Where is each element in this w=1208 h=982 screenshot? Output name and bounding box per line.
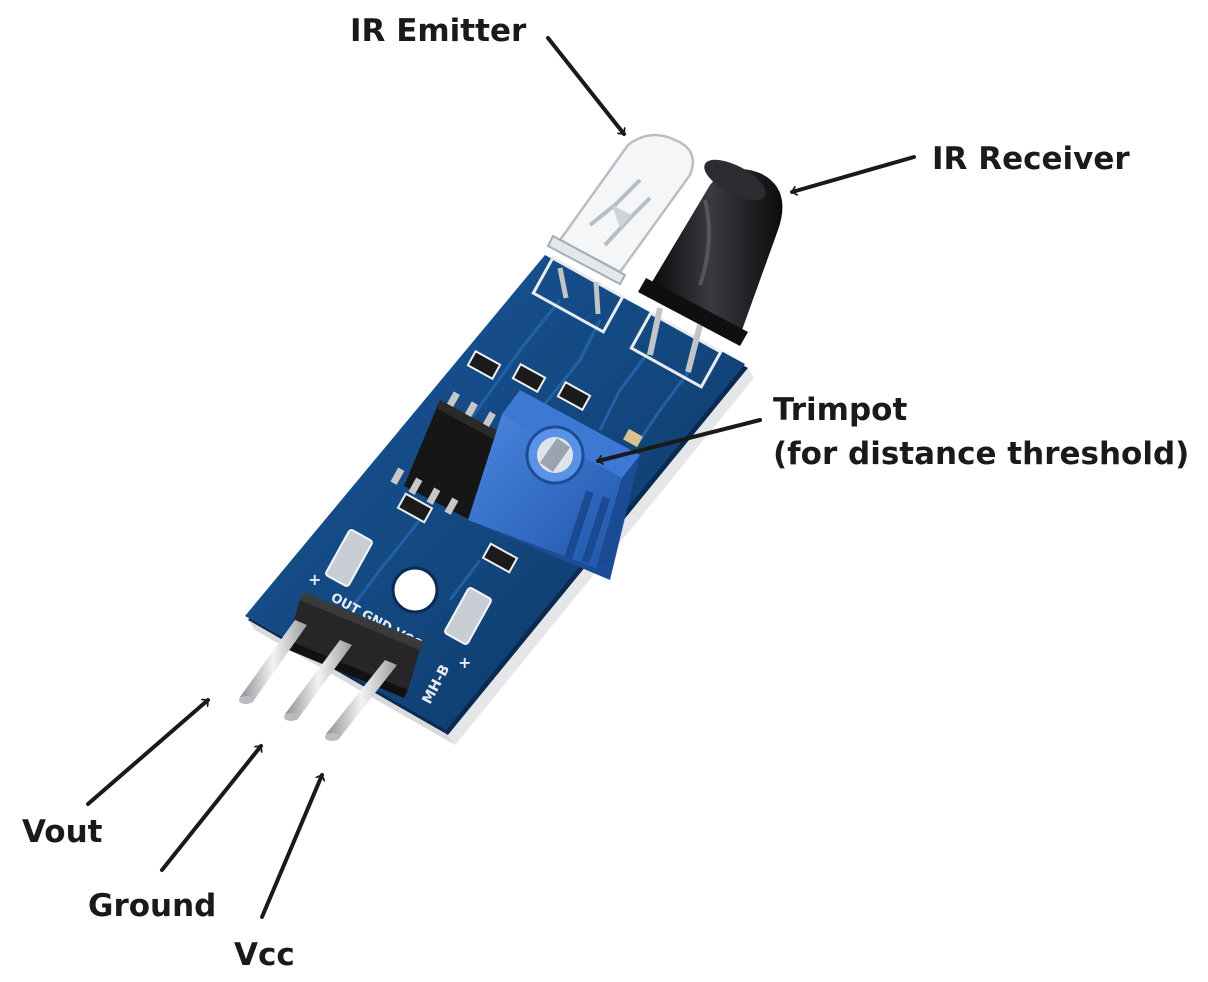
board-plus-left: + [308, 570, 321, 589]
pcb-traces [348, 299, 692, 611]
label-trimpot-note: (for distance threshold) [773, 436, 1190, 472]
arrow-vcc [260, 773, 322, 919]
smd-components [396, 349, 643, 574]
arrow-vout [86, 698, 210, 806]
arrow-ground [160, 744, 263, 872]
ir-emitter-led [546, 133, 695, 315]
label-vcc: Vcc [234, 937, 295, 973]
indicator-leds [325, 529, 492, 645]
board-plus-right: + [458, 653, 471, 672]
pin-vcc [326, 660, 397, 740]
arrow-ir-emitter [546, 36, 626, 136]
label-ir-emitter: IR Emitter [350, 13, 527, 49]
ir-receiver-led [638, 159, 783, 373]
arrow-ir-receiver [790, 155, 916, 192]
label-ground: Ground [88, 888, 217, 924]
pin-ground [285, 640, 352, 720]
header-pins [239, 620, 397, 741]
callout-arrows [86, 36, 916, 919]
pin-vout [240, 620, 307, 703]
trimpot [468, 390, 640, 580]
label-trimpot: Trimpot [773, 392, 908, 428]
mounting-hole [391, 566, 439, 614]
label-vout: Vout [22, 814, 103, 850]
comparator-chip [390, 391, 500, 520]
label-ir-receiver: IR Receiver [932, 141, 1130, 177]
led-solder-pads [531, 256, 723, 389]
arrow-trimpot [596, 418, 762, 461]
